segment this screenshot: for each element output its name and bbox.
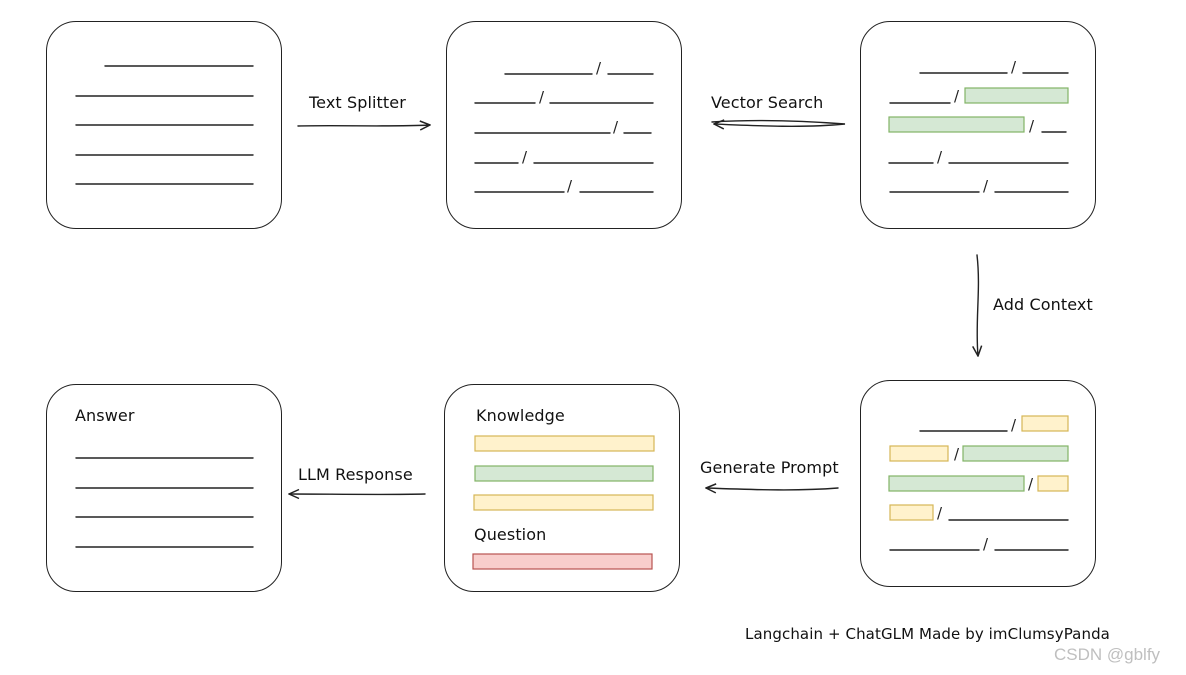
question-heading: Question (474, 525, 547, 544)
context-highlights (888, 415, 1069, 521)
knowledge-bar-2 (474, 465, 654, 482)
chunks-box (446, 21, 682, 229)
svg-text:/: / (954, 445, 960, 463)
edge-label-text-splitter: Text Splitter (309, 93, 406, 112)
edge-label-generate-prompt: Generate Prompt (700, 458, 839, 477)
svg-text:/: / (1011, 416, 1017, 434)
svg-text:/: / (954, 87, 960, 105)
svg-text:/: / (596, 59, 602, 77)
svg-text:/: / (983, 535, 989, 553)
svg-text:/: / (937, 148, 943, 166)
edge-label-llm-response: LLM Response (298, 465, 413, 484)
svg-text:/: / (1029, 117, 1035, 135)
credit-text: Langchain + ChatGLM Made by imClumsyPand… (745, 625, 1110, 643)
svg-text:/: / (1011, 58, 1017, 76)
chunk-lines (474, 73, 654, 193)
watermark-text: CSDN @gblfy (1054, 645, 1161, 664)
answer-heading: Answer (75, 406, 135, 425)
slash-separators: / / / / / / / / / / / / / / / (522, 58, 1035, 553)
search-result-lines (888, 72, 1069, 193)
svg-text:/: / (937, 504, 943, 522)
svg-text:/: / (1028, 475, 1034, 493)
svg-text:/: / (539, 88, 545, 106)
edge-label-add-context: Add Context (993, 295, 1093, 314)
question-bar (472, 553, 653, 570)
arrow-vector-search (711, 119, 846, 130)
svg-text:/: / (567, 177, 573, 195)
svg-text:/: / (983, 177, 989, 195)
document-text-lines (75, 65, 254, 185)
edge-label-vector-search: Vector Search (711, 93, 824, 112)
knowledge-heading: Knowledge (476, 406, 565, 425)
prompt-bars (472, 435, 655, 570)
answer-lines (75, 457, 254, 548)
svg-text:/: / (613, 118, 619, 136)
svg-text:/: / (522, 148, 528, 166)
search-result-highlights (888, 87, 1069, 133)
context-lines (889, 430, 1069, 551)
knowledge-bar-3 (473, 494, 654, 511)
arrow-add-context (972, 254, 983, 357)
arrow-text-splitter (297, 120, 431, 131)
knowledge-bar-1 (474, 435, 655, 452)
arrow-generate-prompt (705, 483, 839, 494)
